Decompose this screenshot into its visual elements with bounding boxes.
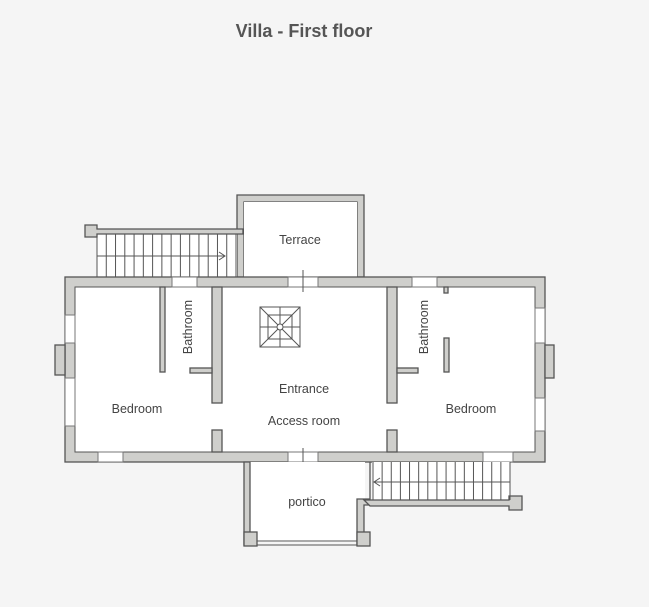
- stair-right: [362, 462, 523, 511]
- terrace: [236, 194, 365, 278]
- label-bathroom-left: Bathroom: [181, 300, 195, 354]
- plan-title: Villa - First floor: [235, 21, 373, 41]
- label-terrace: Terrace: [279, 233, 321, 247]
- stair-left: [84, 224, 244, 277]
- label-access-room: Access room: [268, 414, 340, 428]
- label-bedroom-left: Bedroom: [112, 402, 163, 416]
- label-bathroom-right: Bathroom: [417, 300, 431, 354]
- main-building: [54, 270, 555, 468]
- label-portico: portico: [288, 495, 326, 509]
- spiral-stair-icon: [259, 306, 301, 348]
- portico: [243, 461, 371, 547]
- label-entrance: Entrance: [279, 382, 329, 396]
- label-bedroom-right: Bedroom: [446, 402, 497, 416]
